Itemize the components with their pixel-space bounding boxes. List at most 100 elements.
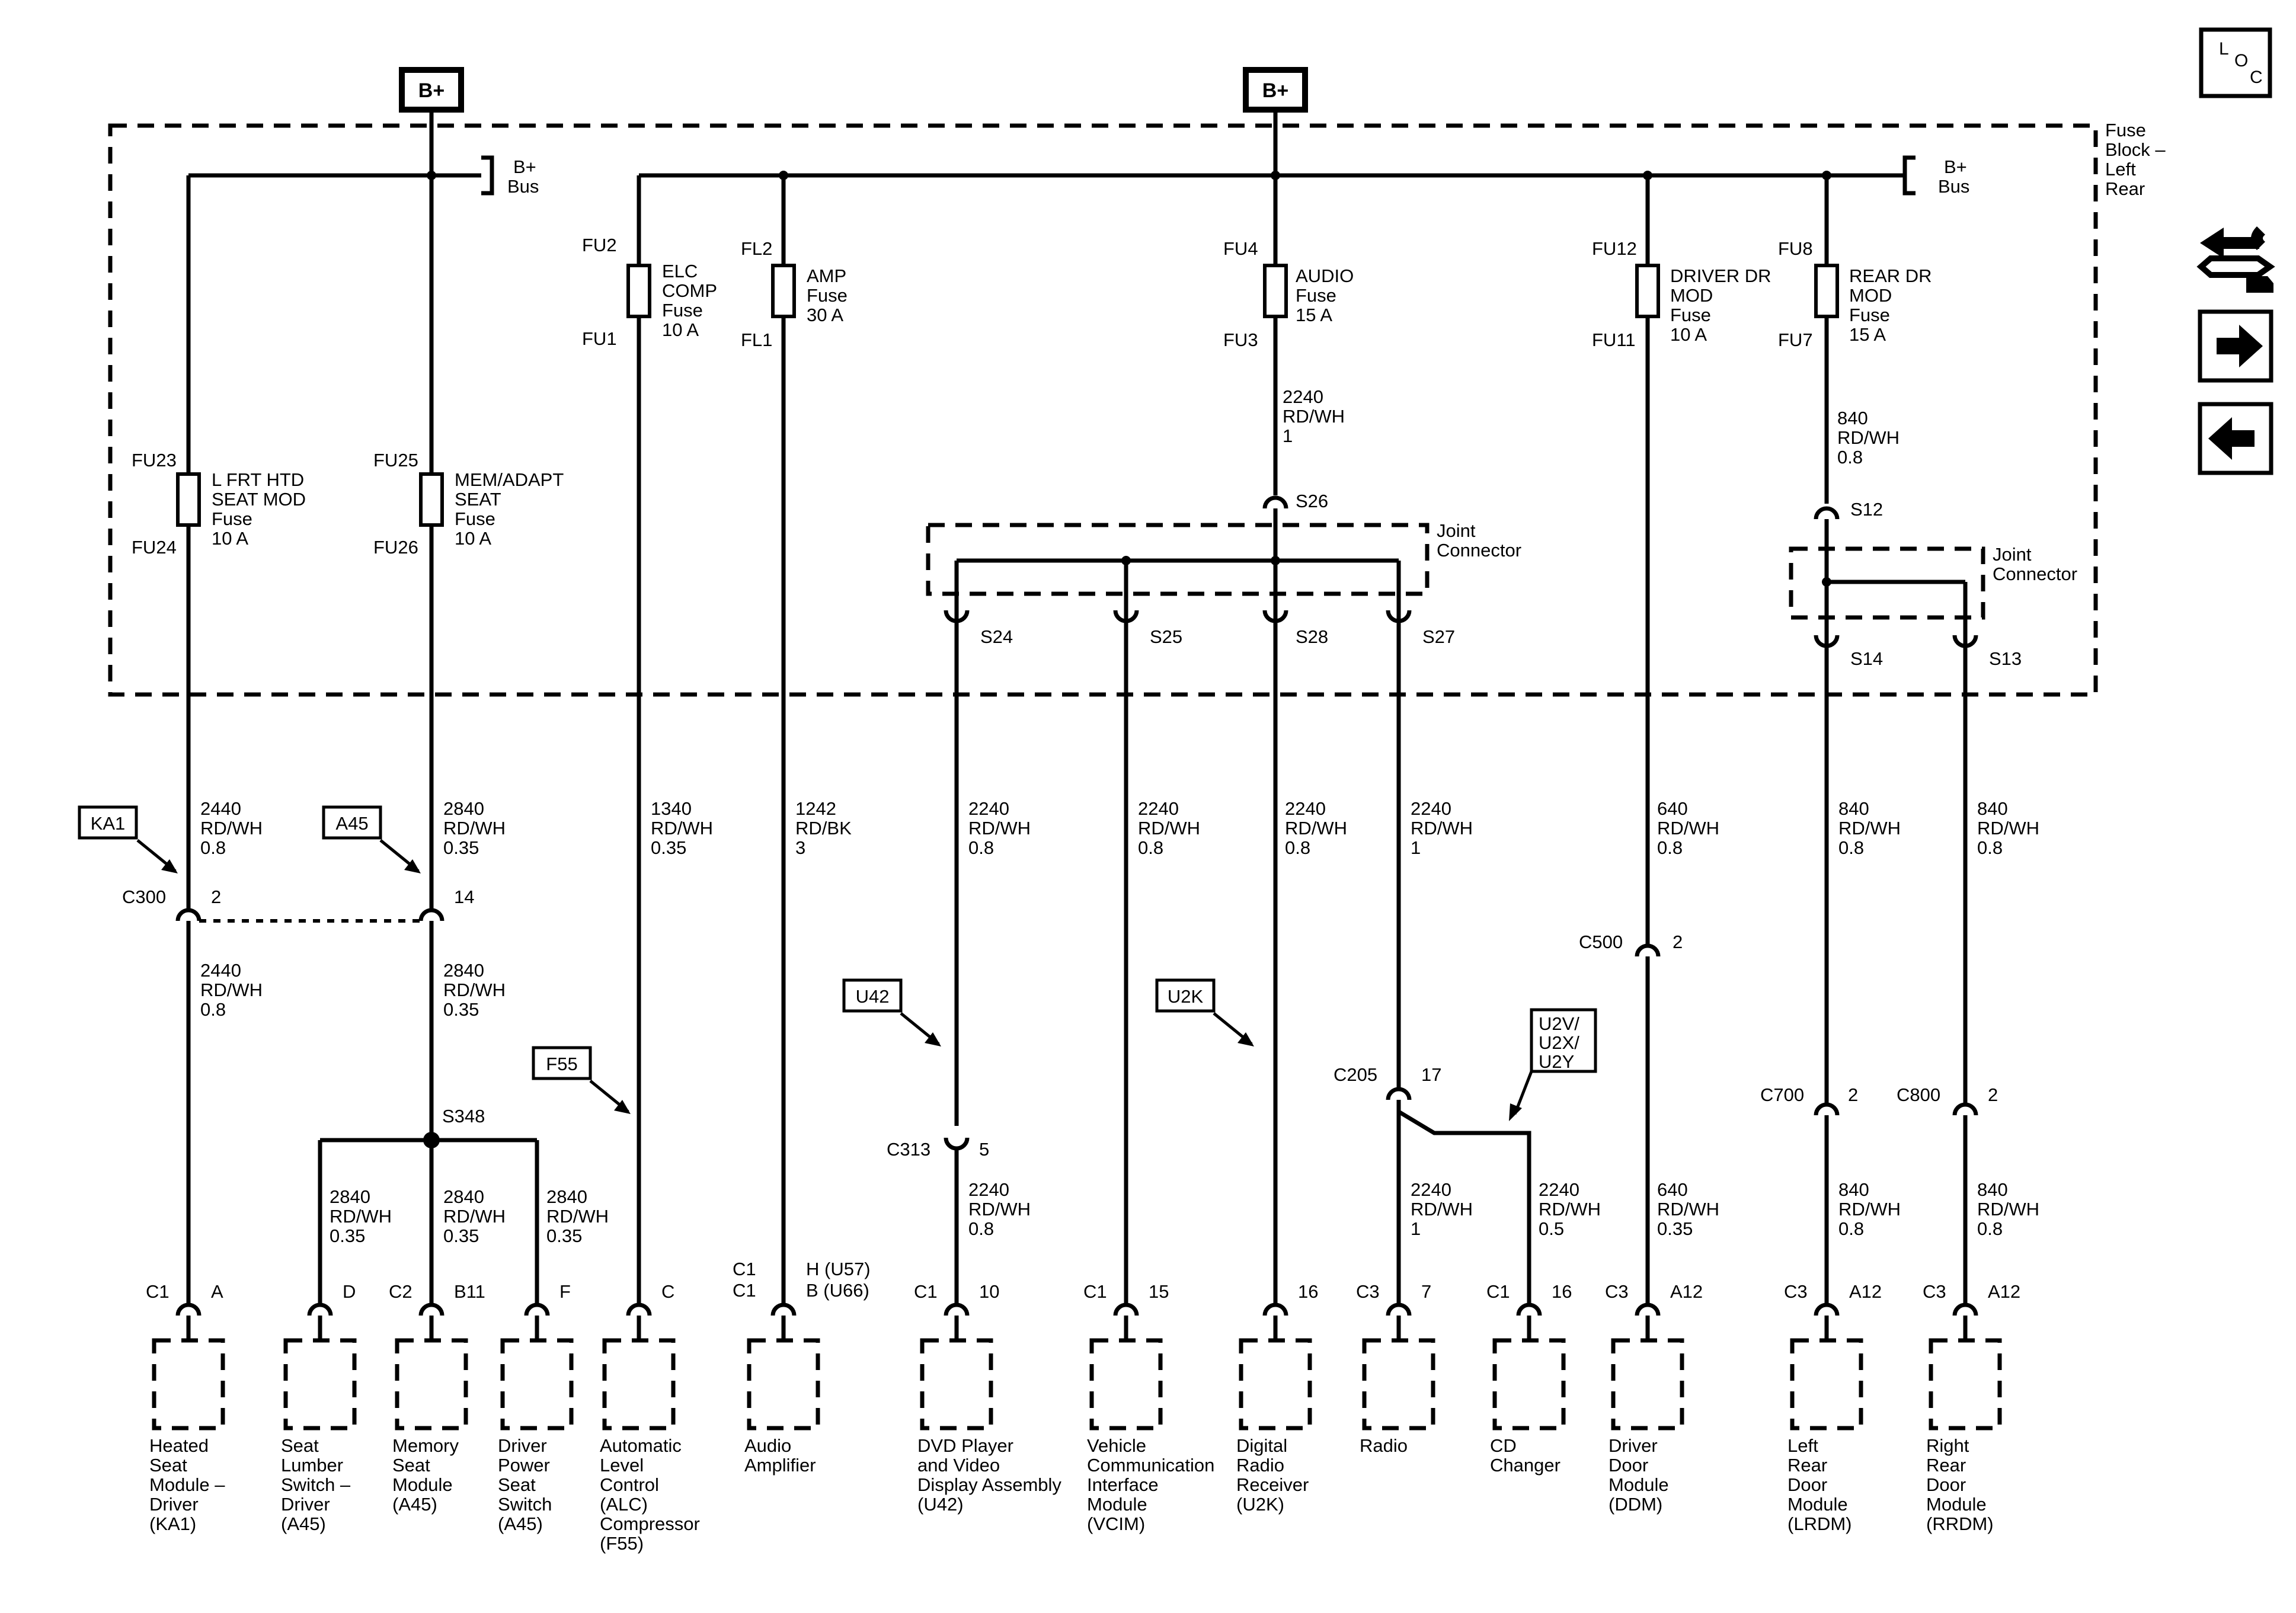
component-connector: C1 — [1083, 1281, 1107, 1302]
svg-text:2: 2 — [211, 886, 221, 907]
component-connector: C3 — [1605, 1281, 1629, 1302]
svg-text:FU12: FU12 — [1592, 238, 1637, 259]
svg-text:5: 5 — [979, 1139, 989, 1160]
svg-text:FL1: FL1 — [741, 329, 772, 350]
option-tags: KA1 A45 F55 U42 U2K U2V/U2X/U2Y — [78, 805, 1597, 1121]
loc-button[interactable]: L O C — [2199, 27, 2272, 98]
component-pin: 7 — [1421, 1281, 1431, 1302]
component-box — [1362, 1338, 1435, 1430]
component-connector: C2 — [389, 1281, 412, 1302]
svg-text:C: C — [2250, 68, 2263, 87]
svg-text:2: 2 — [1988, 1084, 1998, 1105]
component-connector: C1 — [146, 1281, 170, 1302]
component-connector: C3 — [1784, 1281, 1808, 1302]
svg-text:FU3: FU3 — [1223, 329, 1258, 350]
splice-s28: S28 — [1296, 626, 1328, 647]
svg-text:H (U57): H (U57) — [806, 1259, 871, 1279]
supply-left-label: B+ — [418, 79, 445, 102]
next-arrow-icon[interactable] — [2198, 309, 2273, 383]
svg-text:FU2: FU2 — [582, 235, 617, 255]
svg-text:O: O — [2234, 51, 2248, 71]
svg-text:FU23: FU23 — [132, 450, 177, 471]
svg-text:C1: C1 — [733, 1280, 756, 1301]
fuse-block-label: Fuse Block – Left Rear — [2105, 120, 2170, 199]
option-u2k: U2K — [1168, 986, 1204, 1007]
supply-left: B+ — [399, 67, 464, 113]
component-box — [602, 1338, 676, 1430]
splice-s12: S12 — [1850, 499, 1883, 520]
splice-s27: S27 — [1422, 626, 1455, 647]
component-pin: A12 — [1849, 1281, 1882, 1302]
splice-s14: S14 — [1850, 648, 1883, 669]
svg-text:L: L — [2219, 39, 2229, 59]
svg-text:14: 14 — [454, 886, 474, 907]
svg-text:B (U66): B (U66) — [806, 1280, 869, 1301]
component-pin: 16 — [1298, 1281, 1318, 1302]
bus-bars — [188, 110, 1916, 196]
option-a45: A45 — [335, 813, 368, 834]
splice-s25: S25 — [1150, 626, 1182, 647]
component-pin: C — [661, 1281, 674, 1302]
component-box — [1790, 1338, 1863, 1430]
component-view-icon[interactable] — [2196, 226, 2275, 293]
component-connector: C3 — [1356, 1281, 1380, 1302]
back-arrow-icon[interactable] — [2198, 402, 2273, 475]
connector-c205: C205 — [1334, 1064, 1377, 1085]
component-pin: B11 — [454, 1281, 485, 1302]
audio-joint-bus: S24 S25 S28 S27 — [944, 556, 1455, 647]
component-pin: F — [559, 1281, 571, 1302]
svg-text:FU24: FU24 — [132, 537, 177, 558]
svg-text:2: 2 — [1848, 1084, 1858, 1105]
option-u42: U42 — [856, 986, 890, 1007]
component-pin: A12 — [1670, 1281, 1703, 1302]
option-ka1: KA1 — [91, 813, 126, 834]
fuse-block-outline — [108, 123, 2098, 697]
